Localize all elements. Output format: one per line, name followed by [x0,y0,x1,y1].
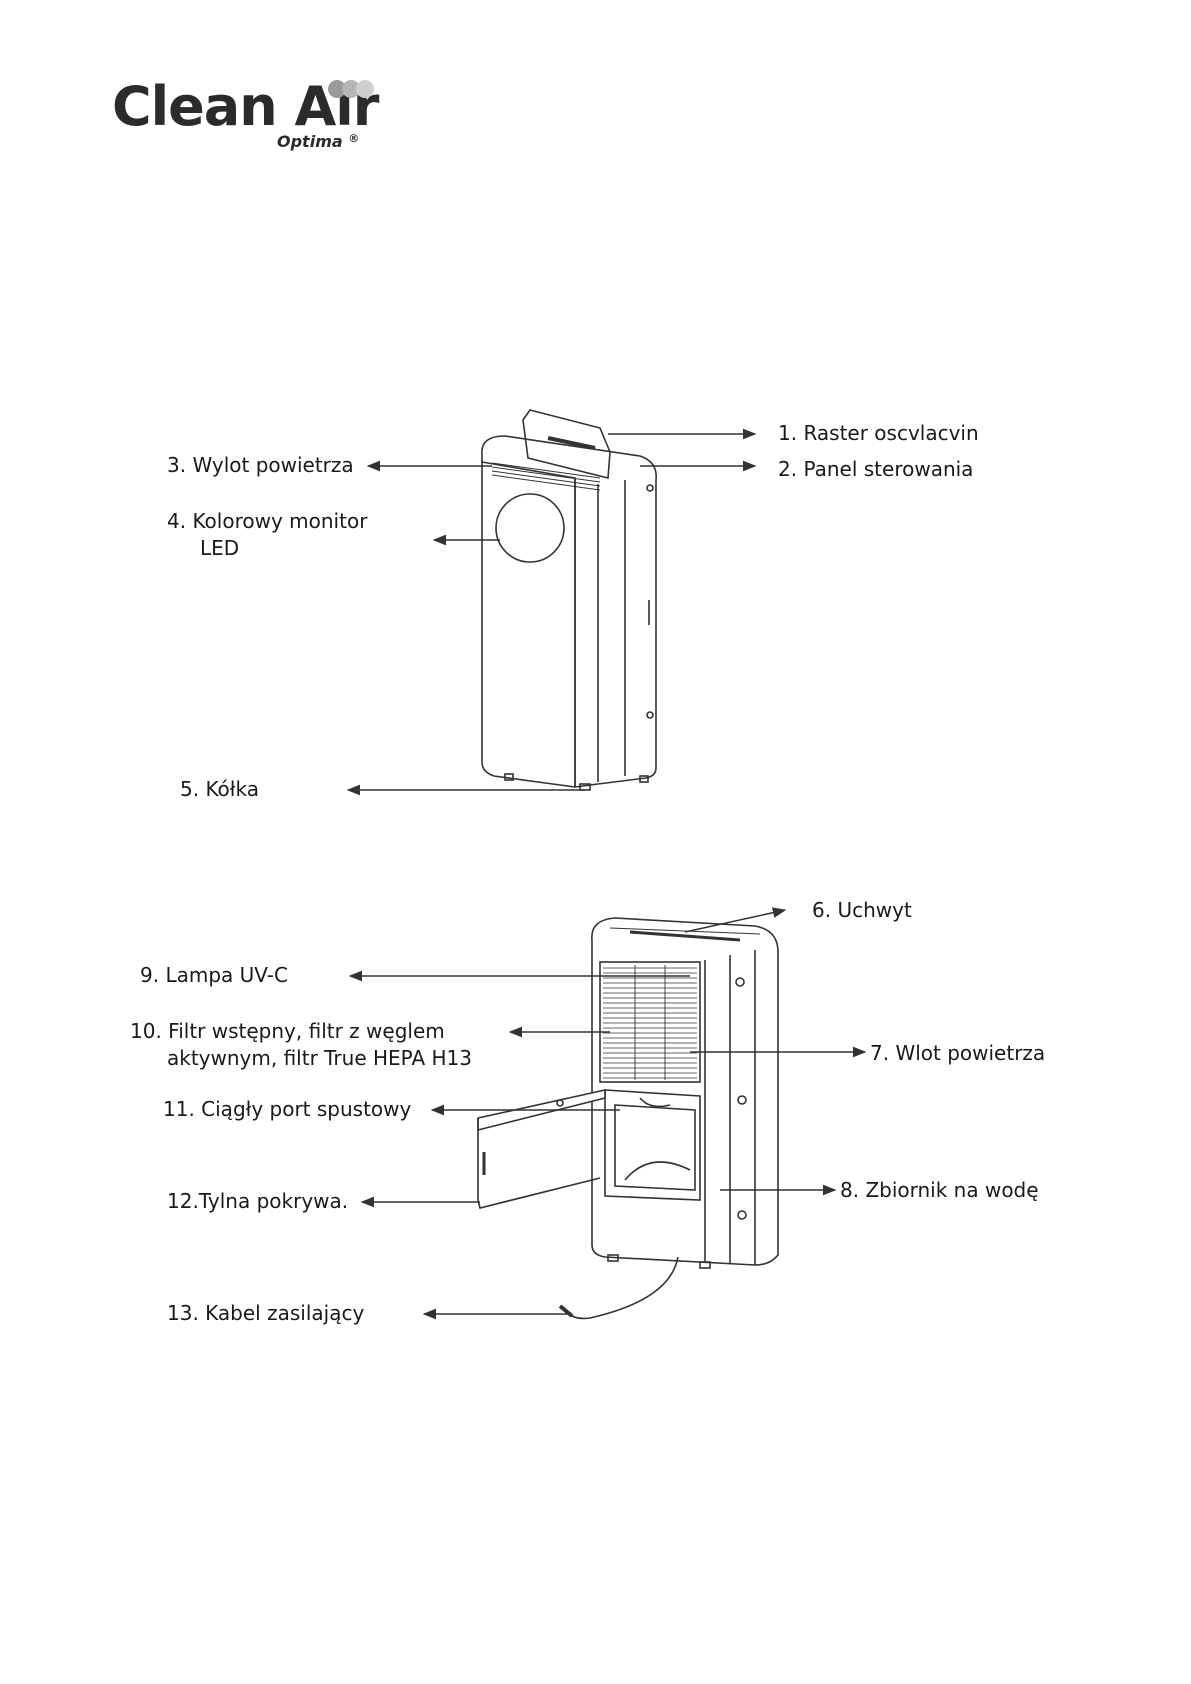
back-device [477,917,779,1320]
brand-reg: ® [348,132,360,145]
label-13: 13. Kabel zasilający [167,1301,365,1325]
arrow-6 [684,907,787,933]
label-4-line2: LED [200,536,240,560]
label-11: 11. Ciągły port spustowy [163,1097,412,1121]
label-10-line1: 10. Filtr wstępny, filtr z węglem [130,1019,445,1043]
callout-arrows [346,428,867,1320]
label-9: 9. Lampa UV-C [140,963,288,987]
brand-sub: Optima [277,132,343,151]
label-1: 1. Raster oscvlacvin [778,421,979,445]
label-3: 3. Wylot powietrza [167,453,354,477]
label-2: 2. Panel sterowania [778,457,974,481]
label-4-line1: 4. Kolorowy monitor [167,509,368,533]
label-8: 8. Zbiornik na wodę [840,1178,1039,1202]
label-12: 12.Tylna pokrywa. [167,1189,349,1213]
brand-logo: Clean Air Optima ® [112,80,382,160]
label-7: 7. Wlot powietrza [870,1041,1046,1065]
label-6: 6. Uchwyt [812,898,912,922]
label-10-line2: aktywnym, filtr True HEPA H13 [167,1046,472,1070]
front-device [481,409,657,791]
logo-dots-icon [328,80,374,98]
label-5: 5. Kółka [180,777,259,801]
